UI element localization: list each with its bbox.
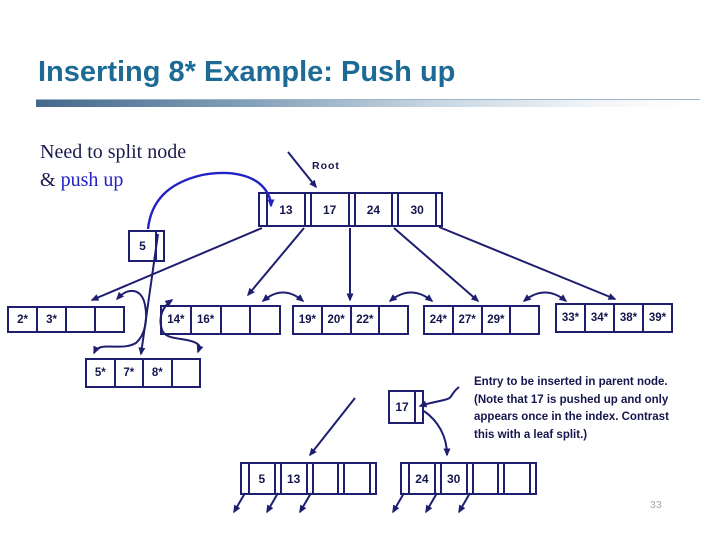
leaf-cell: 16*	[189, 307, 220, 333]
down-arrow	[425, 492, 438, 514]
down-arrow	[299, 492, 312, 514]
leaf-cell: 20*	[320, 307, 350, 333]
key-cell: 5	[139, 239, 146, 253]
leaf-cell: 5*	[94, 367, 106, 379]
leaf-cell	[378, 307, 407, 333]
note-line-4: this with a leaf split.)	[474, 428, 588, 441]
leaf-cell: 8*	[142, 360, 171, 386]
key-cell	[503, 464, 529, 493]
leaf-cell: 7*	[113, 360, 143, 386]
split-right-node: 24 30	[400, 462, 537, 495]
note-line-1: Entry to be inserted in parent node.	[474, 376, 668, 388]
leaf-node-24-27-29: 24* 27* 29*	[423, 305, 540, 335]
pushed-entry-node: 5	[128, 230, 165, 262]
pointer-cell	[414, 392, 422, 422]
annotation-line-2: & push up	[40, 166, 186, 194]
pointer-cell	[391, 194, 397, 225]
pointer-cell	[433, 464, 440, 493]
arrow-note-to-node17	[418, 386, 460, 408]
pointer-cell	[305, 464, 312, 493]
key-cell: 30	[397, 194, 435, 225]
leaf-cell	[219, 307, 250, 333]
annotation-text: Need to split node & push up	[40, 138, 186, 194]
leaf-cell: 22*	[349, 307, 379, 333]
arrow-root-to-leaf2	[247, 227, 305, 297]
pointer-cell	[435, 194, 441, 225]
arrow-root-to-leaf5	[438, 226, 617, 300]
new-leaf-node-5-7-8: 5* 7* 8*	[85, 358, 201, 388]
pointer-cell	[303, 194, 310, 225]
key-cell	[311, 464, 338, 493]
arrow-into-split-left	[309, 397, 356, 457]
pointer-cell	[465, 464, 472, 493]
page-number: 33	[650, 499, 662, 511]
leaf-node-2-3: 2* 3*	[7, 306, 125, 333]
note-line-3: appears once in the index. Contrast	[474, 411, 669, 423]
leaf-cell: 14*	[167, 314, 185, 326]
arrow-node17-to-split-right	[423, 410, 451, 457]
note-line-2: (Note that 17 is pushed up and only	[474, 393, 669, 406]
leaf-node-33-34-38-39: 33* 34* 38* 39*	[555, 303, 673, 333]
key-cell: 17	[309, 194, 348, 225]
pointer-cell	[369, 464, 375, 493]
pointer-cell	[347, 194, 354, 225]
root-label: Root	[312, 160, 340, 172]
leaf-cell: 3*	[36, 308, 65, 331]
key-cell: 5	[248, 464, 274, 493]
leaf-cell	[170, 360, 200, 386]
pointer-cell	[273, 464, 280, 493]
leaf-cell	[65, 308, 94, 331]
key-cell: 17	[395, 400, 409, 414]
down-arrow	[392, 492, 405, 514]
key-cell: 30	[439, 464, 466, 493]
leaf-cell: 19*	[298, 314, 317, 326]
leaf-cell: 38*	[613, 305, 642, 331]
leaf-cell	[249, 307, 279, 333]
arrow-root-to-leaf4	[393, 227, 480, 302]
key-cell	[343, 464, 369, 493]
leaf-cell	[94, 308, 123, 331]
key-cell: 24	[408, 464, 434, 493]
leaf-node-14-16: 14* 16*	[160, 305, 281, 335]
down-arrow	[266, 492, 279, 514]
root-node: 13 17 24 30	[258, 192, 443, 227]
pointer-cell	[337, 464, 343, 493]
key-cell: 13	[279, 464, 306, 493]
leaf-cell: 27*	[451, 307, 481, 333]
down-arrow	[458, 492, 471, 514]
pointer-cell	[529, 464, 535, 493]
leaf-node-19-20-22: 19* 20* 22*	[292, 305, 409, 335]
key-cell: 24	[353, 194, 392, 225]
ampersand: &	[40, 169, 56, 191]
leaf-cell: 29*	[480, 307, 510, 333]
title-rule	[36, 99, 700, 107]
leaf-cell: 2*	[17, 313, 28, 326]
parent-entry-node: 17	[388, 390, 424, 424]
push-up-text: push up	[55, 169, 124, 191]
leaf-cell: 39*	[642, 305, 671, 331]
parent-entry-note: Entry to be inserted in parent node. (No…	[474, 374, 718, 444]
split-left-node: 5 13	[240, 462, 377, 495]
arrow-root-to-leaf1	[90, 227, 263, 301]
sibling-arc-leaf2-leaf3	[261, 291, 305, 302]
leaf-cell: 34*	[584, 305, 613, 331]
pointer-cell	[497, 464, 503, 493]
sibling-arc-leaf3-leaf4	[388, 291, 434, 302]
leaf-cell: 33*	[561, 312, 580, 324]
key-cell	[471, 464, 498, 493]
slide-title: Inserting 8* Example: Push up	[38, 56, 456, 88]
sibling-arc-leaf4-leaf5	[522, 291, 568, 302]
key-cell: 13	[266, 194, 304, 225]
pointer-cell	[155, 232, 163, 260]
leaf-cell: 24*	[429, 314, 448, 326]
leaf-cell	[509, 307, 538, 333]
down-arrow	[233, 492, 246, 514]
annotation-line-1: Need to split node	[40, 141, 187, 163]
